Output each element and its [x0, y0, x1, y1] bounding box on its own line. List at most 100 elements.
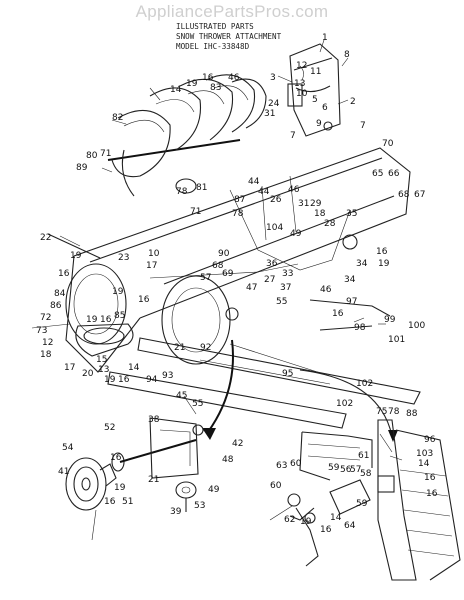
- callout-14-d: 14: [330, 513, 342, 523]
- callout-27: 27: [264, 275, 275, 285]
- callout-37: 37: [280, 283, 291, 293]
- callout-16-i: 16: [104, 497, 116, 507]
- callout-42: 42: [232, 439, 243, 449]
- tractor-front: [287, 419, 461, 581]
- callout-7: 7: [360, 121, 366, 131]
- callout-39: 39: [170, 507, 182, 517]
- callout-16: 16: [202, 73, 214, 83]
- callout-18-b: 18: [40, 350, 52, 360]
- callout-15: 15: [96, 355, 107, 365]
- callout-96: 96: [424, 435, 436, 445]
- callout-31: 31: [264, 109, 275, 119]
- callout-19: 19: [186, 79, 198, 89]
- callout-73: 73: [36, 326, 47, 336]
- header-line-3: MODEL IHC-33848D: [176, 42, 250, 51]
- callout-23: 23: [118, 253, 129, 263]
- callout-16-g: 16: [332, 309, 344, 319]
- callout-8: 8: [344, 50, 350, 60]
- callout-66: 66: [388, 169, 400, 179]
- callout-41: 41: [58, 467, 69, 477]
- callout-46: 46: [228, 73, 240, 83]
- callout-38: 38: [148, 415, 160, 425]
- callout-104: 104: [266, 223, 283, 233]
- callout-21: 21: [174, 343, 185, 353]
- callout-57: 57: [200, 273, 211, 283]
- callout-95: 95: [282, 369, 293, 379]
- callout-17: 17: [146, 261, 157, 271]
- callout-48: 48: [222, 455, 234, 465]
- callout-51: 51: [122, 497, 133, 507]
- callout-16-c: 16: [376, 247, 388, 257]
- callout-13-b: 13: [98, 365, 109, 375]
- callout-16-e: 16: [100, 315, 112, 325]
- frame-rails: [107, 337, 421, 429]
- callout-55: 55: [276, 297, 287, 307]
- callout-46-b: 46: [288, 185, 300, 195]
- callout-19-h: 19: [300, 517, 312, 527]
- callout-47: 47: [246, 283, 257, 293]
- callout-16-d: 16: [138, 295, 150, 305]
- callout-29: 29: [310, 199, 322, 209]
- callout-103: 103: [416, 449, 433, 459]
- callout-19-d: 19: [112, 287, 124, 297]
- header-line-1: ILLUSTRATED PARTS: [176, 22, 254, 31]
- callout-75: 75: [376, 407, 387, 417]
- callout-46-c: 46: [320, 285, 332, 295]
- callout-92: 92: [200, 343, 211, 353]
- callout-16-h: 16: [110, 453, 122, 463]
- callout-60: 60: [290, 459, 302, 469]
- callout-60-b: 60: [270, 481, 282, 491]
- callout-87: 87: [234, 195, 245, 205]
- callout-31-b: 31: [298, 199, 309, 209]
- callout-7-b: 7: [290, 131, 296, 141]
- callout-58: 58: [360, 469, 372, 479]
- callout-68-b: 68: [212, 261, 224, 271]
- callout-67: 67: [414, 190, 425, 200]
- callout-26: 26: [270, 195, 282, 205]
- callout-44-b: 44: [258, 187, 270, 197]
- housing: [47, 147, 411, 373]
- callout-21-b: 21: [148, 475, 159, 485]
- callout-18: 18: [314, 209, 326, 219]
- callout-78-c: 78: [388, 407, 400, 417]
- callout-78: 78: [176, 187, 188, 197]
- callout-101: 101: [388, 335, 405, 345]
- assembly-arrows: [202, 339, 398, 442]
- callout-65: 65: [372, 169, 383, 179]
- callout-82: 82: [112, 113, 123, 123]
- callout-12-b: 12: [42, 338, 53, 348]
- callout-86: 86: [50, 301, 62, 311]
- callout-12: 12: [296, 61, 307, 71]
- callout-88: 88: [406, 409, 418, 419]
- callout-72: 72: [40, 313, 51, 323]
- callout-13: 13: [294, 79, 305, 89]
- diagram-header: ILLUSTRATED PARTS SNOW THROWER ATTACHMEN…: [176, 22, 281, 52]
- callout-89: 89: [76, 163, 88, 173]
- callout-71-b: 71: [190, 207, 201, 217]
- callout-100: 100: [408, 321, 425, 331]
- callout-63: 63: [276, 461, 287, 471]
- callout-59-b: 59: [356, 499, 368, 509]
- callout-68: 68: [398, 190, 410, 200]
- callout-1: 1: [322, 33, 328, 43]
- callout-16-k: 16: [426, 489, 438, 499]
- callout-59: 59: [328, 463, 340, 473]
- callout-97: 97: [346, 297, 357, 307]
- callout-99: 99: [384, 315, 396, 325]
- callout-80: 80: [86, 151, 98, 161]
- callout-83: 83: [210, 83, 221, 93]
- callout-78-b: 78: [232, 209, 244, 219]
- callout-10-b: 10: [148, 249, 160, 259]
- callout-56: 56: [340, 465, 352, 475]
- callout-33: 33: [282, 269, 293, 279]
- callout-6: 6: [322, 103, 328, 113]
- drive-pulley-assembly: [65, 417, 204, 512]
- callout-81: 81: [196, 183, 207, 193]
- callout-3: 3: [270, 73, 276, 83]
- callout-71: 71: [100, 149, 111, 159]
- callout-52: 52: [104, 423, 115, 433]
- callout-19-b: 19: [70, 251, 82, 261]
- callout-11: 11: [310, 67, 321, 77]
- callout-94: 94: [146, 375, 158, 385]
- callout-labels: 1 8 12 11 3 13 10 24 31 5 6 2 9 7 7 70 1…: [36, 33, 438, 535]
